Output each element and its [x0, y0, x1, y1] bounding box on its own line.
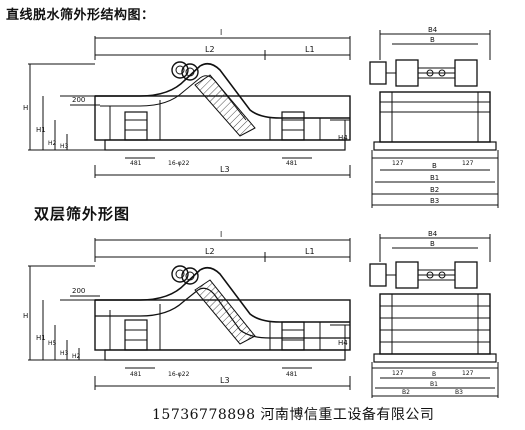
bottom-end-view-labels: B4 B 127 127 B B1 B2 B3: [392, 230, 474, 396]
label-200: 200: [72, 96, 85, 104]
label-h2: H2: [72, 353, 81, 360]
label-h4: H4: [338, 339, 348, 347]
label-h5: H5: [48, 340, 57, 347]
label-l: l: [220, 28, 222, 37]
company-phone-footer: 15736778898 河南博信重工设备有限公司: [152, 407, 435, 423]
label-b2: B2: [430, 186, 439, 194]
top-side-view: [28, 36, 351, 178]
top-end-view: [369, 30, 499, 208]
label-b: B: [430, 240, 435, 248]
label-l3: L3: [220, 376, 230, 385]
label-b1: B1: [430, 174, 439, 182]
label-b3: B3: [430, 197, 439, 205]
label-127-left: 127: [392, 370, 404, 377]
label-b4: B4: [428, 26, 438, 34]
bottom-end-view: [369, 234, 499, 398]
label-holes: 16-φ22: [168, 371, 190, 378]
label-127-right: 127: [462, 370, 474, 377]
label-127-right: 127: [462, 160, 474, 167]
label-481-left: 481: [130, 160, 142, 167]
top-side-view-labels: l L2 L1 L3 H H1 H2 H3 H4 200 481 481 16-…: [23, 28, 348, 174]
bottom-side-view-labels: l L2 L1 L3 H H1 H5 H3 H2 H4 200 481 481 …: [23, 230, 348, 385]
label-481-right: 481: [286, 160, 298, 167]
label-b1: B1: [430, 381, 438, 388]
label-b3: B3: [455, 389, 463, 396]
label-h1: H1: [36, 126, 46, 134]
top-end-view-labels: B4 B 127 127 B B1 B2 B3: [392, 26, 474, 205]
bottom-side-view: [28, 238, 351, 390]
label-200: 200: [72, 287, 85, 295]
label-l2: L2: [205, 247, 215, 256]
label-481-right: 481: [286, 371, 298, 378]
label-h3: H3: [60, 350, 69, 357]
label-l1: L1: [305, 247, 315, 256]
title-double-deck-screen: 双层筛外形图: [34, 205, 131, 223]
label-h1: H1: [36, 334, 46, 342]
label-h2: H2: [48, 140, 57, 147]
label-l1: L1: [305, 45, 315, 54]
label-b: B: [430, 36, 435, 44]
label-h: H: [23, 104, 28, 112]
label-b-lower: B: [432, 371, 436, 378]
label-127-left: 127: [392, 160, 404, 167]
label-481-left: 481: [130, 371, 142, 378]
label-l: l: [220, 230, 222, 239]
label-b2: B2: [402, 389, 410, 396]
label-b4: B4: [428, 230, 438, 238]
label-h3: H3: [60, 143, 69, 150]
label-b-lower: B: [432, 162, 437, 170]
label-h: H: [23, 312, 28, 320]
label-l2: L2: [205, 45, 215, 54]
title-dewatering-screen: 直线脱水筛外形结构图：: [6, 8, 155, 23]
label-holes: 16-φ22: [168, 160, 190, 167]
label-l3: L3: [220, 165, 230, 174]
label-h4: H4: [338, 134, 348, 142]
